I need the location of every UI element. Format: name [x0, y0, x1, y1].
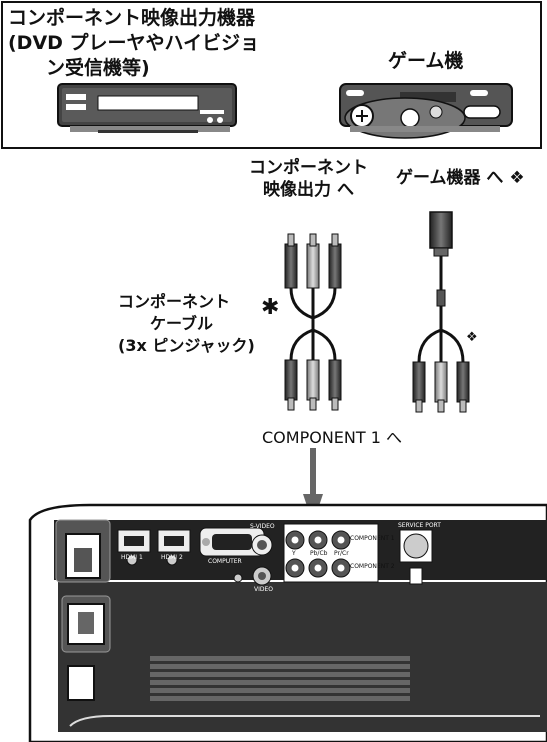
- component1-label: COMPONENT 1: [350, 535, 395, 542]
- svideo-label: S-VIDEO: [250, 523, 275, 530]
- component2-label: COMPONENT 2: [350, 563, 395, 570]
- component-terminal-block: [283, 523, 379, 583]
- component-cable-label: コンポーネント ケーブル (3x ピンジャック): [118, 292, 255, 355]
- video-label: VIDEO: [254, 586, 274, 593]
- hdmi2-label: HDMI 2: [161, 554, 183, 561]
- game-console-title: ゲーム機: [388, 50, 464, 72]
- service-port: [399, 529, 433, 585]
- component1-target-label: COMPONENT 1 へ: [262, 428, 402, 447]
- pbcb-label: Pb/Cb: [310, 550, 328, 557]
- asterisk-mark: ✱: [261, 295, 280, 320]
- game-cable: [412, 211, 470, 413]
- svideo-video-ports: [233, 534, 273, 586]
- rca-plugs-top: [284, 233, 342, 289]
- component-cable: [289, 287, 337, 361]
- hdmi-ports: [117, 529, 191, 566]
- computer-label: COMPUTER: [208, 558, 242, 565]
- game-device-label: ゲーム機器 へ ❖: [396, 168, 525, 188]
- dvd-player-icon: [57, 83, 237, 133]
- component-output-label: コンポーネント 映像出力 へ: [249, 158, 368, 200]
- prcr-label: Pr/Cr: [334, 550, 349, 557]
- y-label: Y: [292, 550, 296, 557]
- game-console-icon: [339, 83, 513, 139]
- diamond-mark: ❖: [466, 330, 478, 345]
- source-devices-frame: [1, 1, 542, 149]
- service-port-label: SERVICE PORT: [398, 522, 441, 529]
- computer-port: [199, 527, 265, 557]
- rca-plugs-bottom: [284, 359, 342, 411]
- component-device-title: コンポーネント映像出力機器 (DVD プレーヤやハイビジョ ン受信機等): [8, 7, 260, 79]
- hdmi1-label: HDMI 1: [121, 554, 143, 561]
- vent-slots: [150, 656, 410, 701]
